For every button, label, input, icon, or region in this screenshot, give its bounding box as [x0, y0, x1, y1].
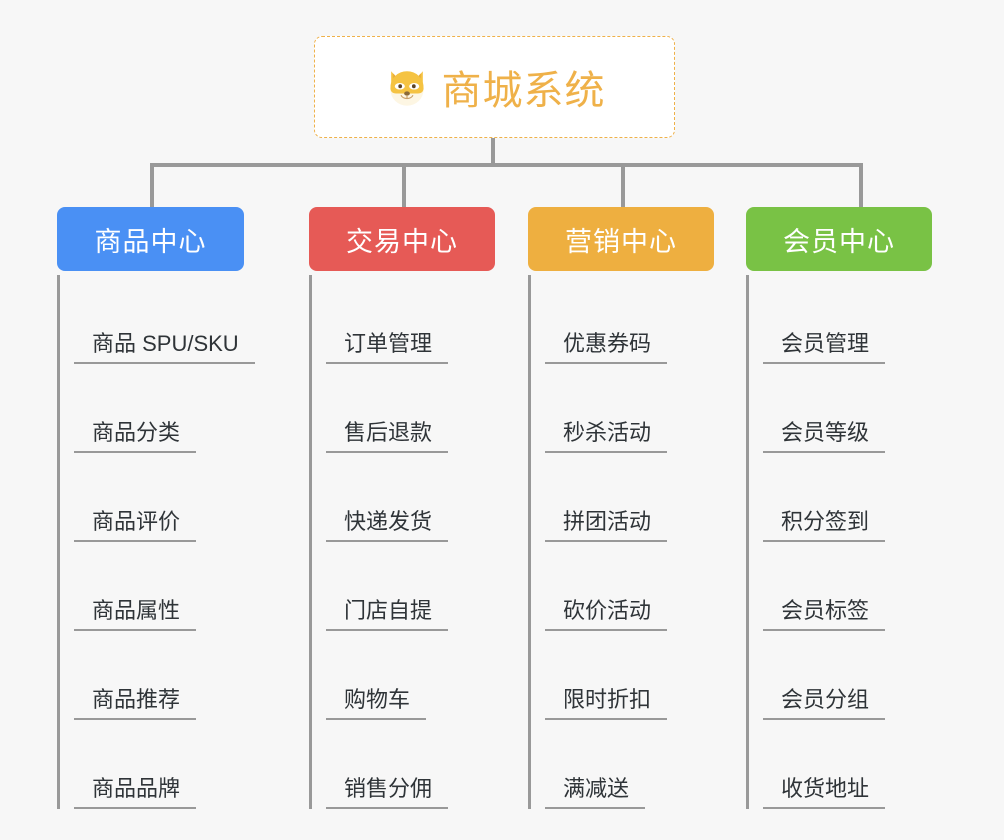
item-label: 销售分佣: [326, 776, 449, 809]
root-node-shop-system[interactable]: 商城系统: [314, 36, 675, 138]
list-item[interactable]: 砍价活动: [545, 542, 714, 631]
connector-drop-4: [859, 163, 863, 209]
item-list-trade-center: 订单管理 售后退款 快递发货 门店自提 购物车 销售分佣: [309, 275, 495, 809]
category-header-marketing-center[interactable]: 营销中心: [528, 207, 714, 271]
item-label: 限时折扣: [545, 687, 668, 720]
list-item[interactable]: 订单管理: [326, 275, 495, 364]
column-marketing-center: 营销中心 优惠券码 秒杀活动 拼团活动 砍价活动 限时折扣 满减送: [528, 207, 714, 809]
list-item[interactable]: 销售分佣: [326, 720, 495, 809]
connector-drop-2: [402, 163, 406, 209]
list-item[interactable]: 商品推荐: [74, 631, 244, 720]
category-header-product-center[interactable]: 商品中心: [57, 207, 244, 271]
item-label: 商品品牌: [74, 776, 197, 809]
connector-horizontal-bus: [150, 163, 863, 167]
connector-drop-1: [150, 163, 154, 209]
list-item[interactable]: 收货地址: [763, 720, 932, 809]
category-label: 交易中心: [346, 226, 458, 257]
item-label: 购物车: [326, 687, 427, 720]
column-trade-center: 交易中心 订单管理 售后退款 快递发货 门店自提 购物车 销售分佣: [309, 207, 495, 809]
list-item[interactable]: 会员分组: [763, 631, 932, 720]
item-label: 拼团活动: [545, 509, 668, 542]
list-item[interactable]: 限时折扣: [545, 631, 714, 720]
item-label: 收货地址: [763, 776, 886, 809]
list-item[interactable]: 商品分类: [74, 364, 244, 453]
item-label: 积分签到: [763, 509, 886, 542]
list-item[interactable]: 拼团活动: [545, 453, 714, 542]
item-label: 优惠券码: [545, 331, 668, 364]
item-label: 会员等级: [763, 420, 886, 453]
column-product-center: 商品中心 商品 SPU/SKU 商品分类 商品评价 商品属性 商品推荐 商品品牌: [57, 207, 255, 809]
list-item[interactable]: 会员等级: [763, 364, 932, 453]
list-item[interactable]: 商品评价: [74, 453, 244, 542]
item-label: 会员分组: [763, 687, 886, 720]
connector-root-stem: [491, 138, 495, 165]
column-member-center: 会员中心 会员管理 会员等级 积分签到 会员标签 会员分组 收货地址: [746, 207, 932, 809]
category-label: 商品中心: [94, 226, 207, 257]
item-label: 秒杀活动: [545, 420, 668, 453]
list-item[interactable]: 商品 SPU/SKU: [74, 275, 255, 364]
item-label: 商品属性: [74, 598, 197, 631]
list-item[interactable]: 满减送: [545, 720, 714, 809]
item-label: 砍价活动: [545, 598, 668, 631]
item-label: 门店自提: [326, 598, 449, 631]
list-item[interactable]: 门店自提: [326, 542, 495, 631]
item-label: 会员管理: [763, 331, 886, 364]
list-item[interactable]: 商品品牌: [74, 720, 244, 809]
list-item[interactable]: 会员标签: [763, 542, 932, 631]
root-node-title: 商城系统: [441, 69, 606, 113]
item-list-marketing-center: 优惠券码 秒杀活动 拼团活动 砍价活动 限时折扣 满减送: [528, 275, 714, 809]
list-item[interactable]: 积分签到: [763, 453, 932, 542]
category-header-member-center[interactable]: 会员中心: [746, 207, 932, 271]
item-label: 会员标签: [763, 598, 886, 631]
list-item[interactable]: 优惠券码: [545, 275, 714, 364]
shiba-dog-icon: [384, 64, 430, 110]
connector-drop-3: [621, 163, 625, 209]
category-label: 营销中心: [565, 226, 677, 257]
item-list-member-center: 会员管理 会员等级 积分签到 会员标签 会员分组 收货地址: [746, 275, 932, 809]
list-item[interactable]: 会员管理: [763, 275, 932, 364]
list-item[interactable]: 售后退款: [326, 364, 495, 453]
item-label: 售后退款: [326, 420, 449, 453]
list-item[interactable]: 快递发货: [326, 453, 495, 542]
category-label: 会员中心: [783, 226, 895, 257]
item-label: 满减送: [545, 776, 646, 809]
item-label: 商品推荐: [74, 687, 197, 720]
list-item[interactable]: 购物车: [326, 631, 495, 720]
item-label: 商品 SPU/SKU: [74, 331, 255, 364]
list-item[interactable]: 秒杀活动: [545, 364, 714, 453]
item-label: 商品评价: [74, 509, 197, 542]
item-label: 商品分类: [74, 420, 197, 453]
item-list-product-center: 商品 SPU/SKU 商品分类 商品评价 商品属性 商品推荐 商品品牌: [57, 275, 255, 809]
item-label: 快递发货: [326, 509, 449, 542]
list-item[interactable]: 商品属性: [74, 542, 244, 631]
item-label: 订单管理: [326, 331, 449, 364]
category-header-trade-center[interactable]: 交易中心: [309, 207, 495, 271]
